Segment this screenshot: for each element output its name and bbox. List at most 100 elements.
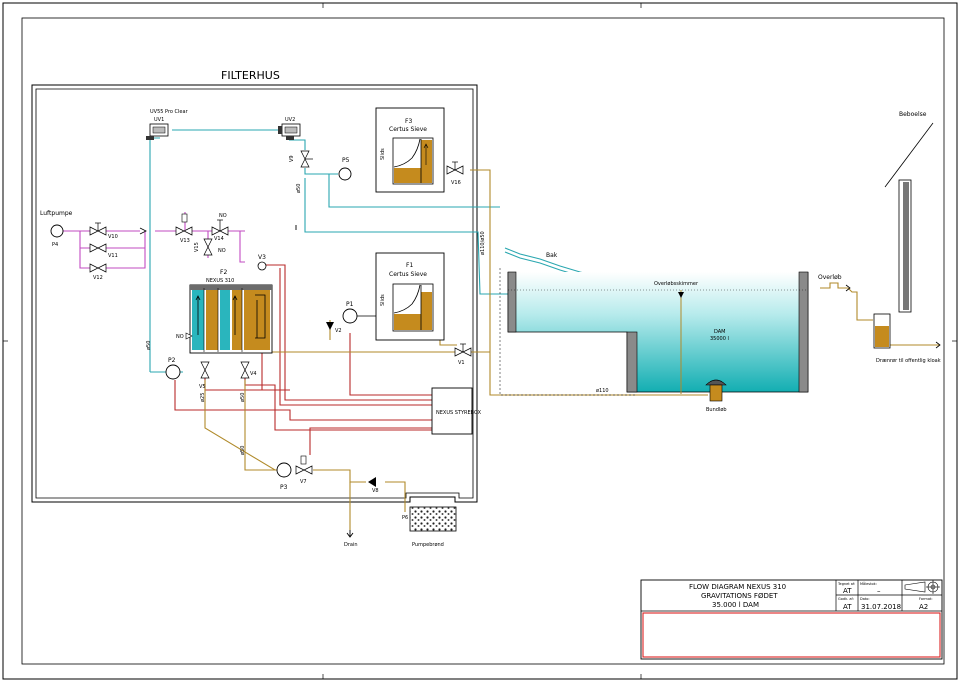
p3-label: P3 (280, 484, 288, 491)
pump-p1: P1 (342, 301, 376, 324)
v15-label: V15 (194, 242, 200, 252)
overlob-label: Overløb (818, 274, 842, 281)
sheet-border-inner (21, 17, 945, 665)
overlob-skimmer-label: Overløbsskimmer (654, 281, 699, 287)
title-line2: GRAVITATIONS FØDET (701, 592, 778, 600)
pond-dam: Overløbsskimmer DAM 35000 l Overløb Bak (499, 252, 842, 396)
valve-v14: NO V14 (211, 213, 229, 242)
title-block: FLOW DIAGRAM NEXUS 310 GRAVITATIONS FØDE… (640, 579, 943, 660)
title-line3: 35.000 l DAM (712, 601, 759, 609)
dato-value: 31.07.2018 (861, 603, 901, 611)
diameter-label: ø50 (146, 341, 152, 350)
pump-p3: P3 (276, 462, 292, 491)
nexus-310-filter: F2 NEXUS 310 (189, 269, 273, 354)
valve-v10: V10 (89, 222, 118, 240)
format-label: Format: (919, 597, 933, 601)
v14-no-label: NO (219, 213, 227, 219)
format-value: A2 (919, 603, 928, 611)
valve-v5: V5 (199, 361, 210, 390)
bundlob-label: Bundløb (706, 407, 727, 413)
p4-label: P4 (52, 242, 58, 248)
godkendt-value: AT (843, 603, 852, 611)
pump-p2: P2 (165, 357, 181, 380)
valve-v16: V16 (446, 161, 464, 186)
v4-label: V4 (250, 371, 257, 377)
v12-label: V12 (93, 275, 103, 281)
p6-label: P6 (402, 515, 408, 521)
pumpebrond-label: Pumpebrønd (412, 542, 444, 548)
valve-v3: V3 (257, 254, 267, 271)
v15-no-label: NO (218, 248, 226, 254)
f1-label: F1 (406, 262, 413, 269)
filterhus-title: FILTERHUS (221, 69, 280, 82)
p1-label: P1 (346, 301, 354, 308)
valve-v15: V15 NO (194, 238, 226, 256)
nexus-styrebox: NEXUS STYREBOX (431, 387, 482, 435)
dam-label: DAM (714, 329, 726, 335)
tegnet-af-value: AT (843, 587, 852, 595)
title-line1: FLOW DIAGRAM NEXUS 310 (689, 583, 786, 591)
valve-v1: V1 (454, 343, 472, 366)
v6-no-label: NO (176, 334, 184, 340)
uv2-unit: UV2 (278, 117, 301, 140)
v5-label: V5 (199, 384, 206, 390)
valve-v4: V4 (240, 361, 257, 379)
f3-sub-label: Certus Sieve (389, 126, 427, 133)
f1-sieve: F1 Certus Sieve Slids (375, 252, 445, 341)
uv55-label: UV55 Pro Clear (150, 109, 189, 115)
v8-label: V8 (372, 488, 379, 494)
diameter-label: ø50 (240, 393, 246, 402)
f3-label: F3 (405, 118, 412, 125)
valve-v11: V11 (89, 243, 118, 259)
sludge-pipes (204, 169, 940, 530)
drain-tank: Drænrør til offentlig kloak (873, 313, 941, 364)
f1-sub-label: Certus Sieve (389, 271, 427, 278)
v7-label: V7 (300, 479, 307, 485)
filterhus-wall-inner (35, 88, 474, 499)
tegnet-af-label: Tegnet af: (837, 582, 855, 586)
godkendt-label: Godk. af: (838, 597, 854, 601)
dato-label: Dato: (860, 597, 870, 601)
p5-label: P5 (342, 157, 350, 164)
f2-sub-label: NEXUS 310 (206, 278, 234, 284)
check-valve-v8 (368, 477, 376, 487)
title-block-highlight (642, 612, 941, 658)
valve-v13: V13 (175, 213, 193, 244)
beboelse-label: Beboelse (899, 111, 927, 118)
diameter-label: ø50 (240, 446, 246, 455)
valve-v6-side: NO (176, 332, 193, 340)
sheet-ticks (3, 3, 957, 679)
v10-label: V10 (108, 234, 118, 240)
filterhus-wall-outer (31, 84, 478, 503)
f2-label: F2 (220, 269, 227, 276)
maalestok-label: Målestok: (860, 581, 877, 586)
v1-label: V1 (458, 360, 465, 366)
drain-note-label: Drænrør til offentlig kloak (876, 358, 941, 364)
uv1-unit: UV55 Pro Clear UV1 (146, 109, 189, 140)
beboelse: Beboelse (884, 111, 934, 313)
uv2-label: UV2 (285, 117, 295, 123)
uv1-label: UV1 (154, 117, 164, 123)
luftpumpe-label: Luftpumpe (40, 210, 73, 217)
misc-lines (295, 225, 354, 538)
v13-label: V13 (180, 238, 190, 244)
f3-sieve: F3 Certus Sieve Slids (375, 107, 445, 193)
drain-label: Drain (344, 542, 358, 548)
dam-volume-label: 35000 l (710, 336, 729, 342)
f3-slids-label: Slids (380, 148, 386, 160)
valve-v12: V12 (89, 263, 107, 281)
valve-v2: V2 (326, 322, 342, 334)
v14-label: V14 (214, 236, 224, 242)
valve-v7: V7 (295, 455, 313, 485)
maalestok-value: – (877, 587, 881, 595)
v3-label: V3 (258, 254, 266, 261)
pumpebrond: P6 Pumpebrønd (402, 506, 457, 548)
p2-label: P2 (168, 357, 176, 364)
bundlob: Bundløb (705, 379, 727, 413)
v2-label: V2 (335, 328, 342, 334)
nexus-box-label: NEXUS STYREBOX (436, 410, 482, 416)
v9-label: V9 (289, 155, 295, 162)
v16-label: V16 (451, 180, 461, 186)
